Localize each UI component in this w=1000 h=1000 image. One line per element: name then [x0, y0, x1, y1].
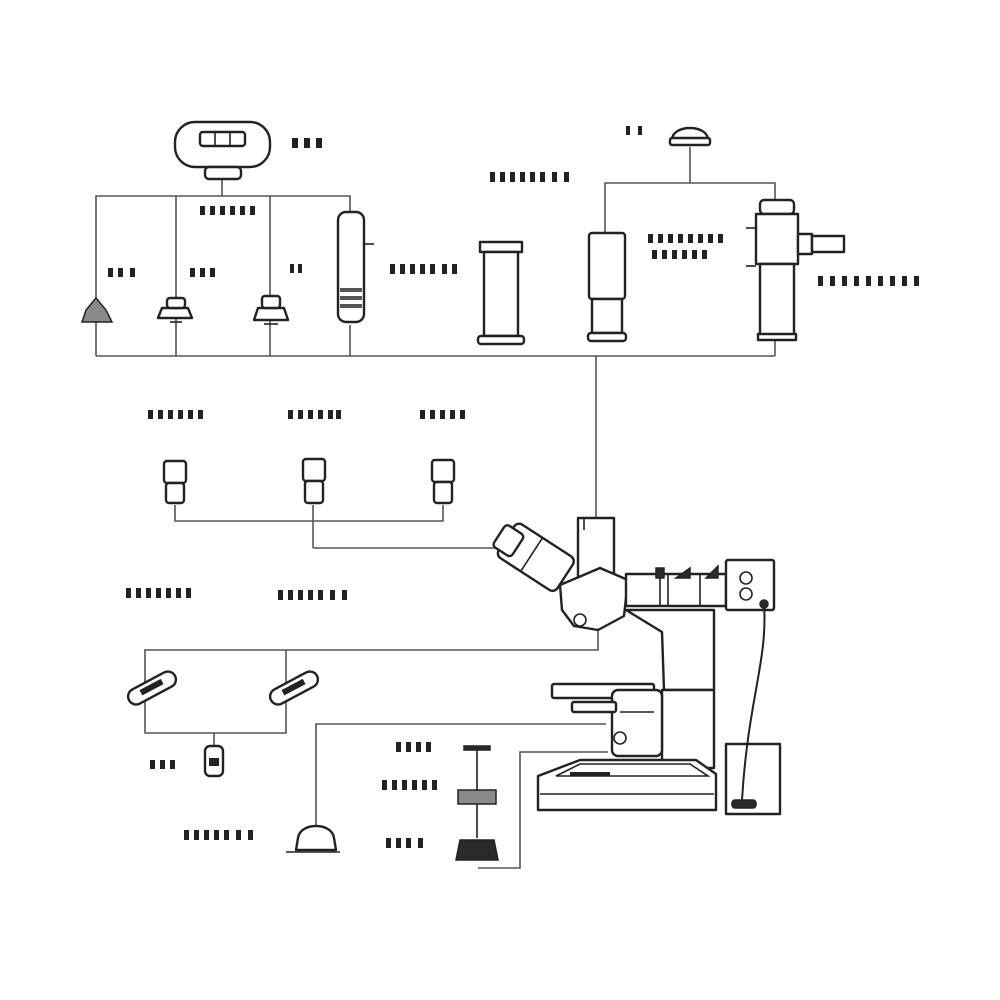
label-filter-1 [396, 742, 431, 752]
label-eyepiece-1 [108, 268, 135, 277]
label-polarizer-1 [126, 588, 191, 598]
label-middle-tube [490, 172, 569, 182]
label-eyepiece-right [648, 234, 723, 259]
label-polarizer-2 [278, 590, 347, 600]
eyepiece-cap-icon [668, 126, 712, 147]
objective-set [162, 457, 456, 505]
label-eyepiece-2 [190, 268, 215, 277]
polarizer-set [126, 670, 320, 778]
label-camera-adapter-right [818, 276, 919, 286]
filter-base-icon [455, 839, 499, 861]
label-camera [292, 138, 322, 148]
eyepiece-tube-icon [476, 240, 526, 346]
objective-icon [301, 457, 327, 505]
label-objective-3 [420, 410, 465, 419]
label-objective-1 [148, 410, 203, 419]
polarizer-slider-icon [126, 670, 178, 706]
objective-icon [430, 458, 456, 505]
label-analyzer [150, 760, 175, 769]
label-eyepiece-cap [626, 126, 642, 135]
label-eyepiece-tube [390, 264, 457, 274]
eyepiece-base-icon [80, 296, 114, 323]
label-camera-adapter [200, 206, 255, 215]
connector-lines [95, 147, 776, 869]
eyepiece-tube-icon [336, 210, 374, 324]
camera-adapter-icon [746, 198, 846, 342]
label-objective-2 [288, 410, 341, 419]
polarizer-slider-icon [268, 670, 320, 706]
filter-disc-icon [457, 789, 497, 805]
eyepiece-base-icon [252, 294, 290, 325]
label-marks [108, 126, 919, 848]
label-eyepiece-3 [290, 264, 302, 273]
filter-plate-icon [463, 745, 491, 751]
label-lamp-housing [184, 830, 253, 840]
photo-eyepiece-set [80, 210, 374, 325]
lamp-housing-icon [286, 824, 340, 853]
filter-set [455, 745, 499, 861]
label-filter-2 [382, 780, 437, 790]
objective-icon [162, 459, 188, 505]
camera-icon [173, 120, 272, 181]
microscope-body-icon [492, 516, 782, 816]
eyepiece-tube-icon [586, 231, 628, 343]
label-filter-3 [386, 838, 423, 848]
analyzer-icon [203, 744, 225, 778]
eyepiece-base-icon [156, 296, 194, 323]
